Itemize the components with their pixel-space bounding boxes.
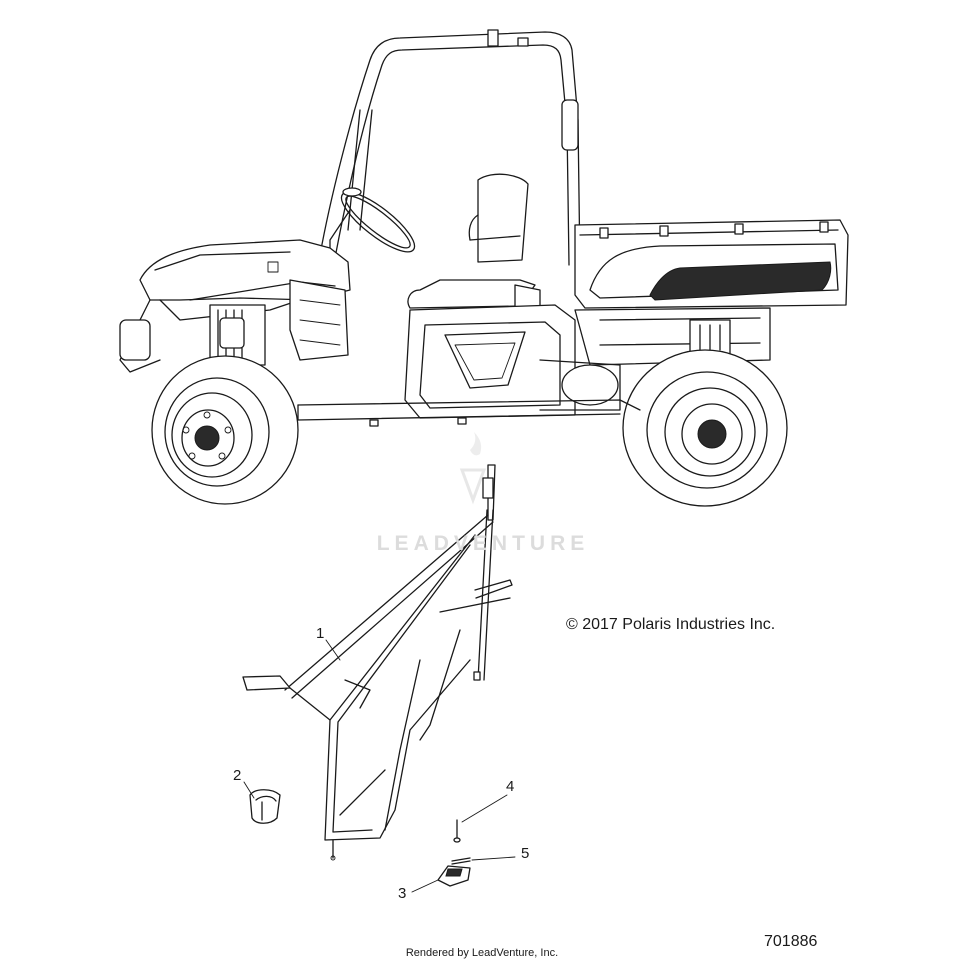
- hinge-arm: [242, 675, 291, 691]
- drawing-number: 701886: [764, 933, 818, 950]
- mirror-icon: [561, 99, 579, 151]
- latch-bracket: [482, 477, 494, 499]
- roll-cage-clamp: [487, 29, 499, 47]
- rendered-by-credit: Rendered by LeadVenture, Inc.: [405, 947, 559, 959]
- callout-3-label: 3: [398, 885, 407, 902]
- callout-5-label: 5: [521, 845, 530, 862]
- seat: [407, 173, 541, 311]
- rear-wheel: [622, 349, 788, 507]
- pin-part-5: [451, 857, 471, 865]
- watermark-text: LEADVENTURE: [376, 532, 590, 555]
- floor-rocker: [297, 399, 641, 427]
- callout-leader-lines: [243, 639, 516, 893]
- callout-4-label: 4: [506, 778, 515, 795]
- steering-wheel: [329, 187, 416, 271]
- clip-part-2: [249, 789, 281, 824]
- front-bumper: [119, 319, 151, 361]
- utv-vehicle-illustration: [119, 29, 849, 507]
- callout-2-label: 2: [233, 767, 242, 784]
- latch-part-3: [437, 865, 471, 887]
- leadventure-watermark-logo: [459, 432, 487, 505]
- center-door-panel: [404, 304, 576, 419]
- front-body: [119, 239, 351, 373]
- screw-part-4: [453, 819, 461, 843]
- roll-cage: [319, 29, 581, 271]
- front-suspension: [209, 304, 266, 366]
- rear-frame: [539, 307, 771, 411]
- front-wheel: [151, 355, 299, 505]
- cargo-bed: [574, 219, 849, 309]
- callout-1-label: 1: [316, 625, 325, 642]
- door-frame-part-1: [242, 464, 513, 861]
- copyright-notice: © 2017 Polaris Industries Inc.: [566, 616, 776, 633]
